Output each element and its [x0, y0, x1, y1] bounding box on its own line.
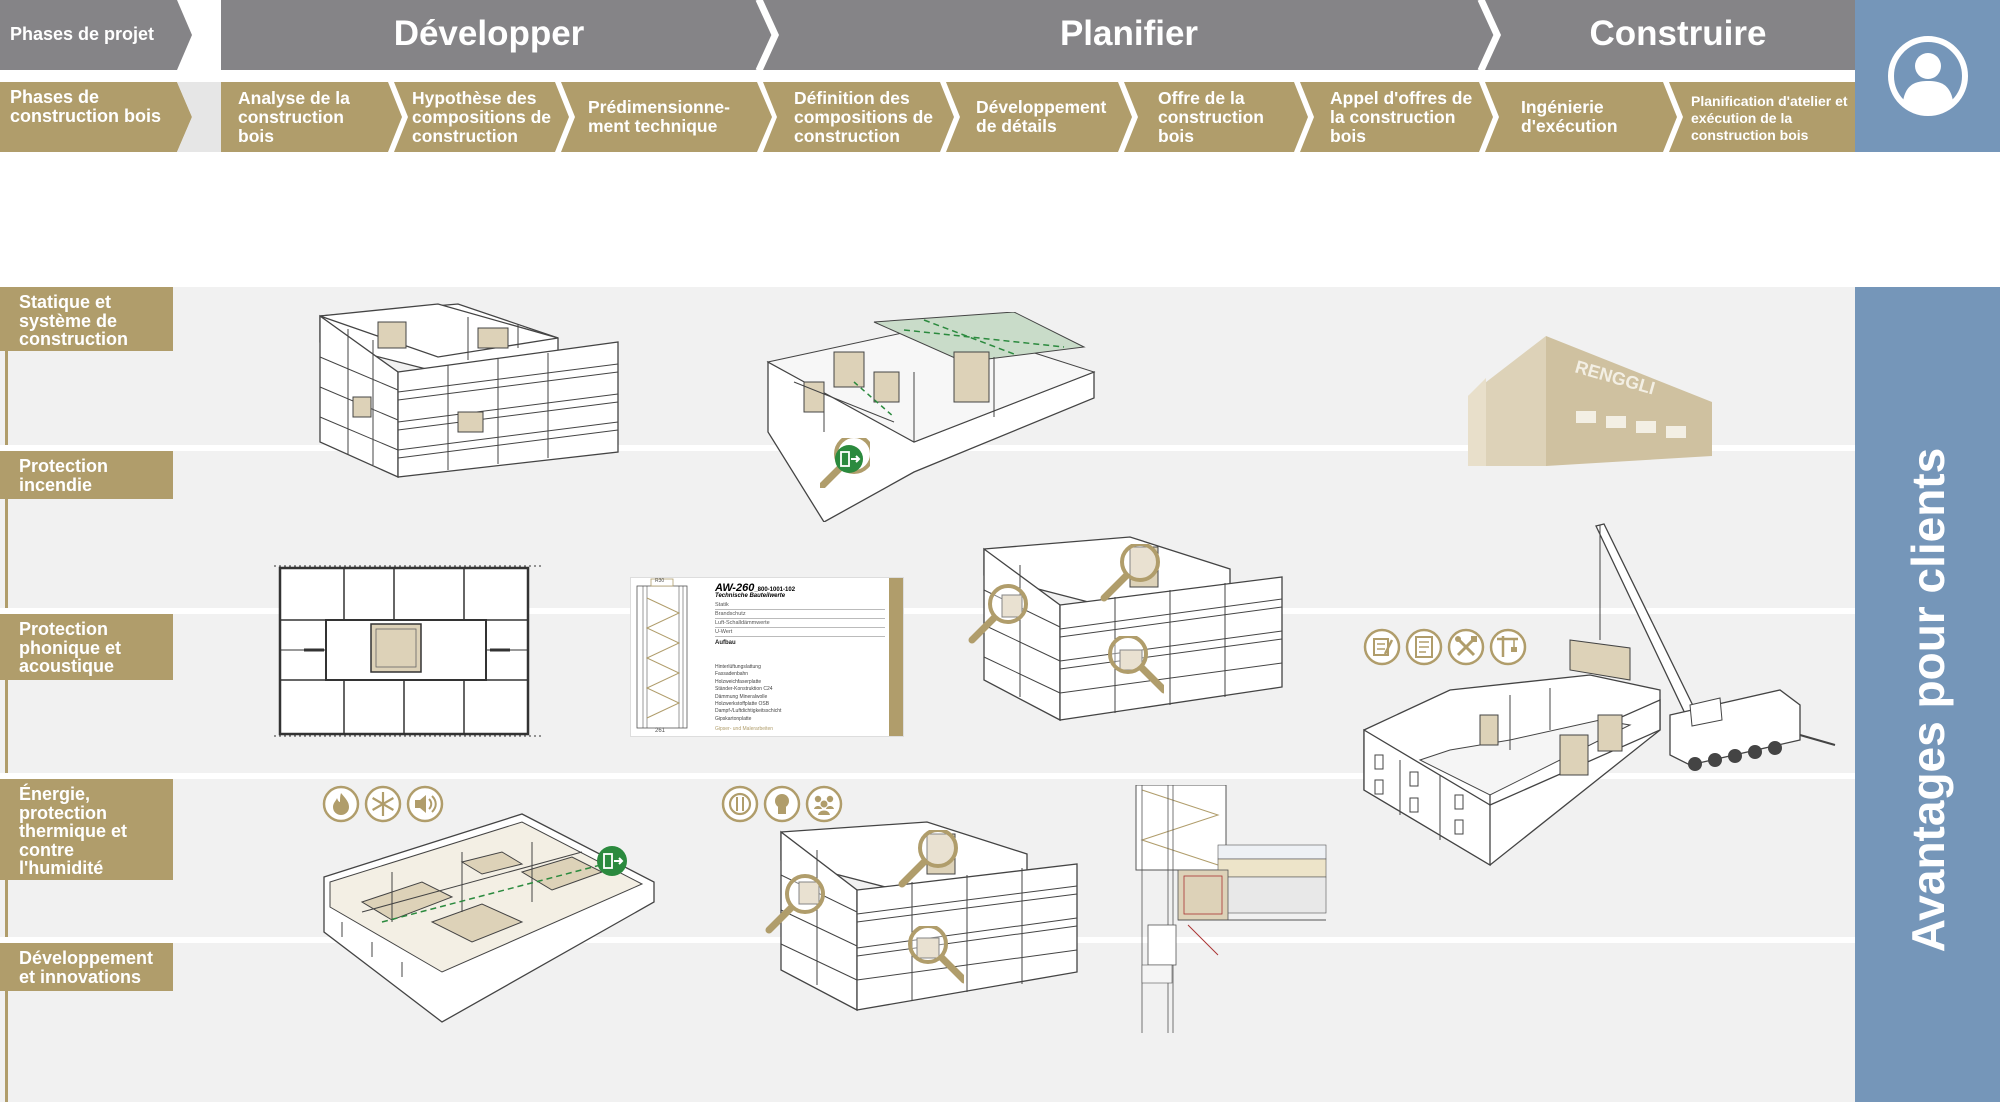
- spec-row: Brandschutz: [715, 610, 885, 619]
- emergency-exit-icon: [597, 846, 627, 876]
- subphase-definition: Définition des compositions de construct…: [794, 88, 934, 146]
- spec-layer: Ständer-Konstruktion C24: [715, 686, 773, 693]
- floorplan-energy-illustration: [323, 813, 655, 1023]
- category-line: [5, 499, 8, 608]
- benefits-panel-label: Avantages pour clients: [1902, 447, 1954, 953]
- category-energie: Énergie, protection thermique et contre …: [0, 779, 173, 880]
- spec-layer: Gipskartonplatte: [715, 715, 752, 722]
- spec-row: U-Wert: [715, 628, 885, 637]
- spec-layer: Holzwerkstoffplatte OSB: [715, 701, 770, 708]
- row1-label: Phases de projet: [10, 24, 155, 44]
- category-innovations-label: Développement et innovations: [19, 948, 154, 987]
- magnifier-icon: [757, 872, 827, 942]
- subphase-offre: Offre de la construction bois: [1158, 88, 1264, 146]
- subphase-predimensionnement: Prédimensionne-ment technique: [588, 97, 730, 136]
- category-line: [5, 880, 8, 937]
- row2-label: Phases de construction bois: [10, 87, 162, 126]
- spec-layer: Dämmung Mineralwolle: [715, 693, 768, 700]
- category-phonique: Protection phonique et acoustique: [0, 614, 173, 680]
- spec-row: Statik: [715, 601, 885, 610]
- spec-dimension: 261: [655, 728, 666, 734]
- spec-layer: Holzweichfaserplatte: [715, 678, 762, 685]
- magnifier-icon: [1104, 636, 1164, 696]
- category-energie-label: Énergie, protection thermique et contre …: [19, 784, 128, 878]
- row-divider: [0, 608, 1855, 614]
- spec-layers: Hinterlüftungslattung Fassadenbahn Holzw…: [715, 664, 885, 723]
- spec-layer: Dampf-/Luftdichtigkeitsschicht: [715, 708, 782, 715]
- crane-icon: [1489, 628, 1527, 666]
- lightbulb-icon: [763, 785, 801, 823]
- subphase-ingenierie: Ingénierie d'exécution: [1521, 97, 1618, 136]
- spec-title-row: AW-260_800-1001-102: [715, 578, 795, 596]
- spec-layer: Hinterlüftungslattung: [715, 664, 761, 670]
- phase-header-graphics: [0, 0, 1855, 152]
- spec-side-bar: [889, 578, 903, 736]
- spec-rows: Statik Brandschutz Luft-Schalldämmwerte …: [715, 601, 885, 647]
- category-phonique-label: Protection phonique et acoustique: [19, 619, 121, 676]
- document-icon: [1405, 628, 1443, 666]
- category-line: [5, 351, 8, 445]
- phase-developper: Développer: [393, 14, 585, 53]
- category-statique-label: Statique et système de construction: [19, 292, 129, 349]
- category-line: [5, 991, 8, 1102]
- tools-icon: [1447, 628, 1485, 666]
- building-structure-illustration: [319, 303, 619, 479]
- subphase-developpement-details: Développement de détails: [976, 97, 1107, 136]
- spec-footer: Gipser- und Malerarbeiten: [715, 726, 774, 732]
- magnifier-icon: [904, 926, 964, 986]
- user-icon: [1888, 36, 1968, 116]
- magnifier-icon: [960, 582, 1030, 652]
- phase-construire: Construire: [1589, 14, 1767, 53]
- category-statique: Statique et système de construction: [0, 287, 173, 351]
- spec-title: AW-260: [715, 582, 755, 594]
- subphase-appel-offres: Appel d'offres de la construction bois: [1330, 88, 1473, 146]
- spec-r-label: R30: [655, 578, 665, 584]
- subphase-hypothese: Hypothèse des compositions de constructi…: [412, 88, 552, 146]
- wall-section-drawing: [636, 578, 688, 729]
- category-line: [5, 680, 8, 773]
- spec-row: Luft-Schalldämmwerte: [715, 619, 885, 628]
- category-incendie: Protection incendie: [0, 451, 173, 499]
- benefits-panel: [1855, 287, 2000, 1102]
- spec-layer: Fassadenbahn: [715, 671, 749, 678]
- row-divider: [0, 773, 1855, 779]
- spec-subtitle: Technische Bauteilwerte: [715, 593, 786, 599]
- subphase-analyse: Analyse de la construction bois: [238, 88, 350, 146]
- spec-code: _800-1001-102: [754, 587, 796, 593]
- construction-detail-drawing: [1135, 785, 1327, 1033]
- plans-icon: [1363, 628, 1401, 666]
- floorplan-fire-illustration: [766, 312, 1096, 522]
- snowflake-icon: [364, 785, 402, 823]
- category-innovations: Développement et innovations: [0, 943, 173, 991]
- construction-site-illustration: [1363, 523, 1836, 867]
- subphase-planification-atelier: Planification d'atelier et exécution de …: [1691, 93, 1848, 143]
- spec-sheet: R30 261 AW-260_800-1001-102 Technische B…: [630, 577, 904, 737]
- floorplan-2d-drawing: [274, 565, 542, 737]
- magnifier-icon: [898, 830, 958, 890]
- phase-planifier: Planifier: [1059, 14, 1199, 53]
- cost-icon: [721, 785, 759, 823]
- sound-icon: [406, 785, 444, 823]
- magnifier-icon: [1100, 544, 1160, 604]
- fire-icon: [322, 785, 360, 823]
- spec-row: Aufbau: [715, 640, 736, 646]
- people-icon: [805, 785, 843, 823]
- factory-illustration: RENGGLI: [1468, 336, 1712, 466]
- category-incendie-label: Protection incendie: [19, 456, 109, 495]
- emergency-exit-icon: [835, 445, 863, 473]
